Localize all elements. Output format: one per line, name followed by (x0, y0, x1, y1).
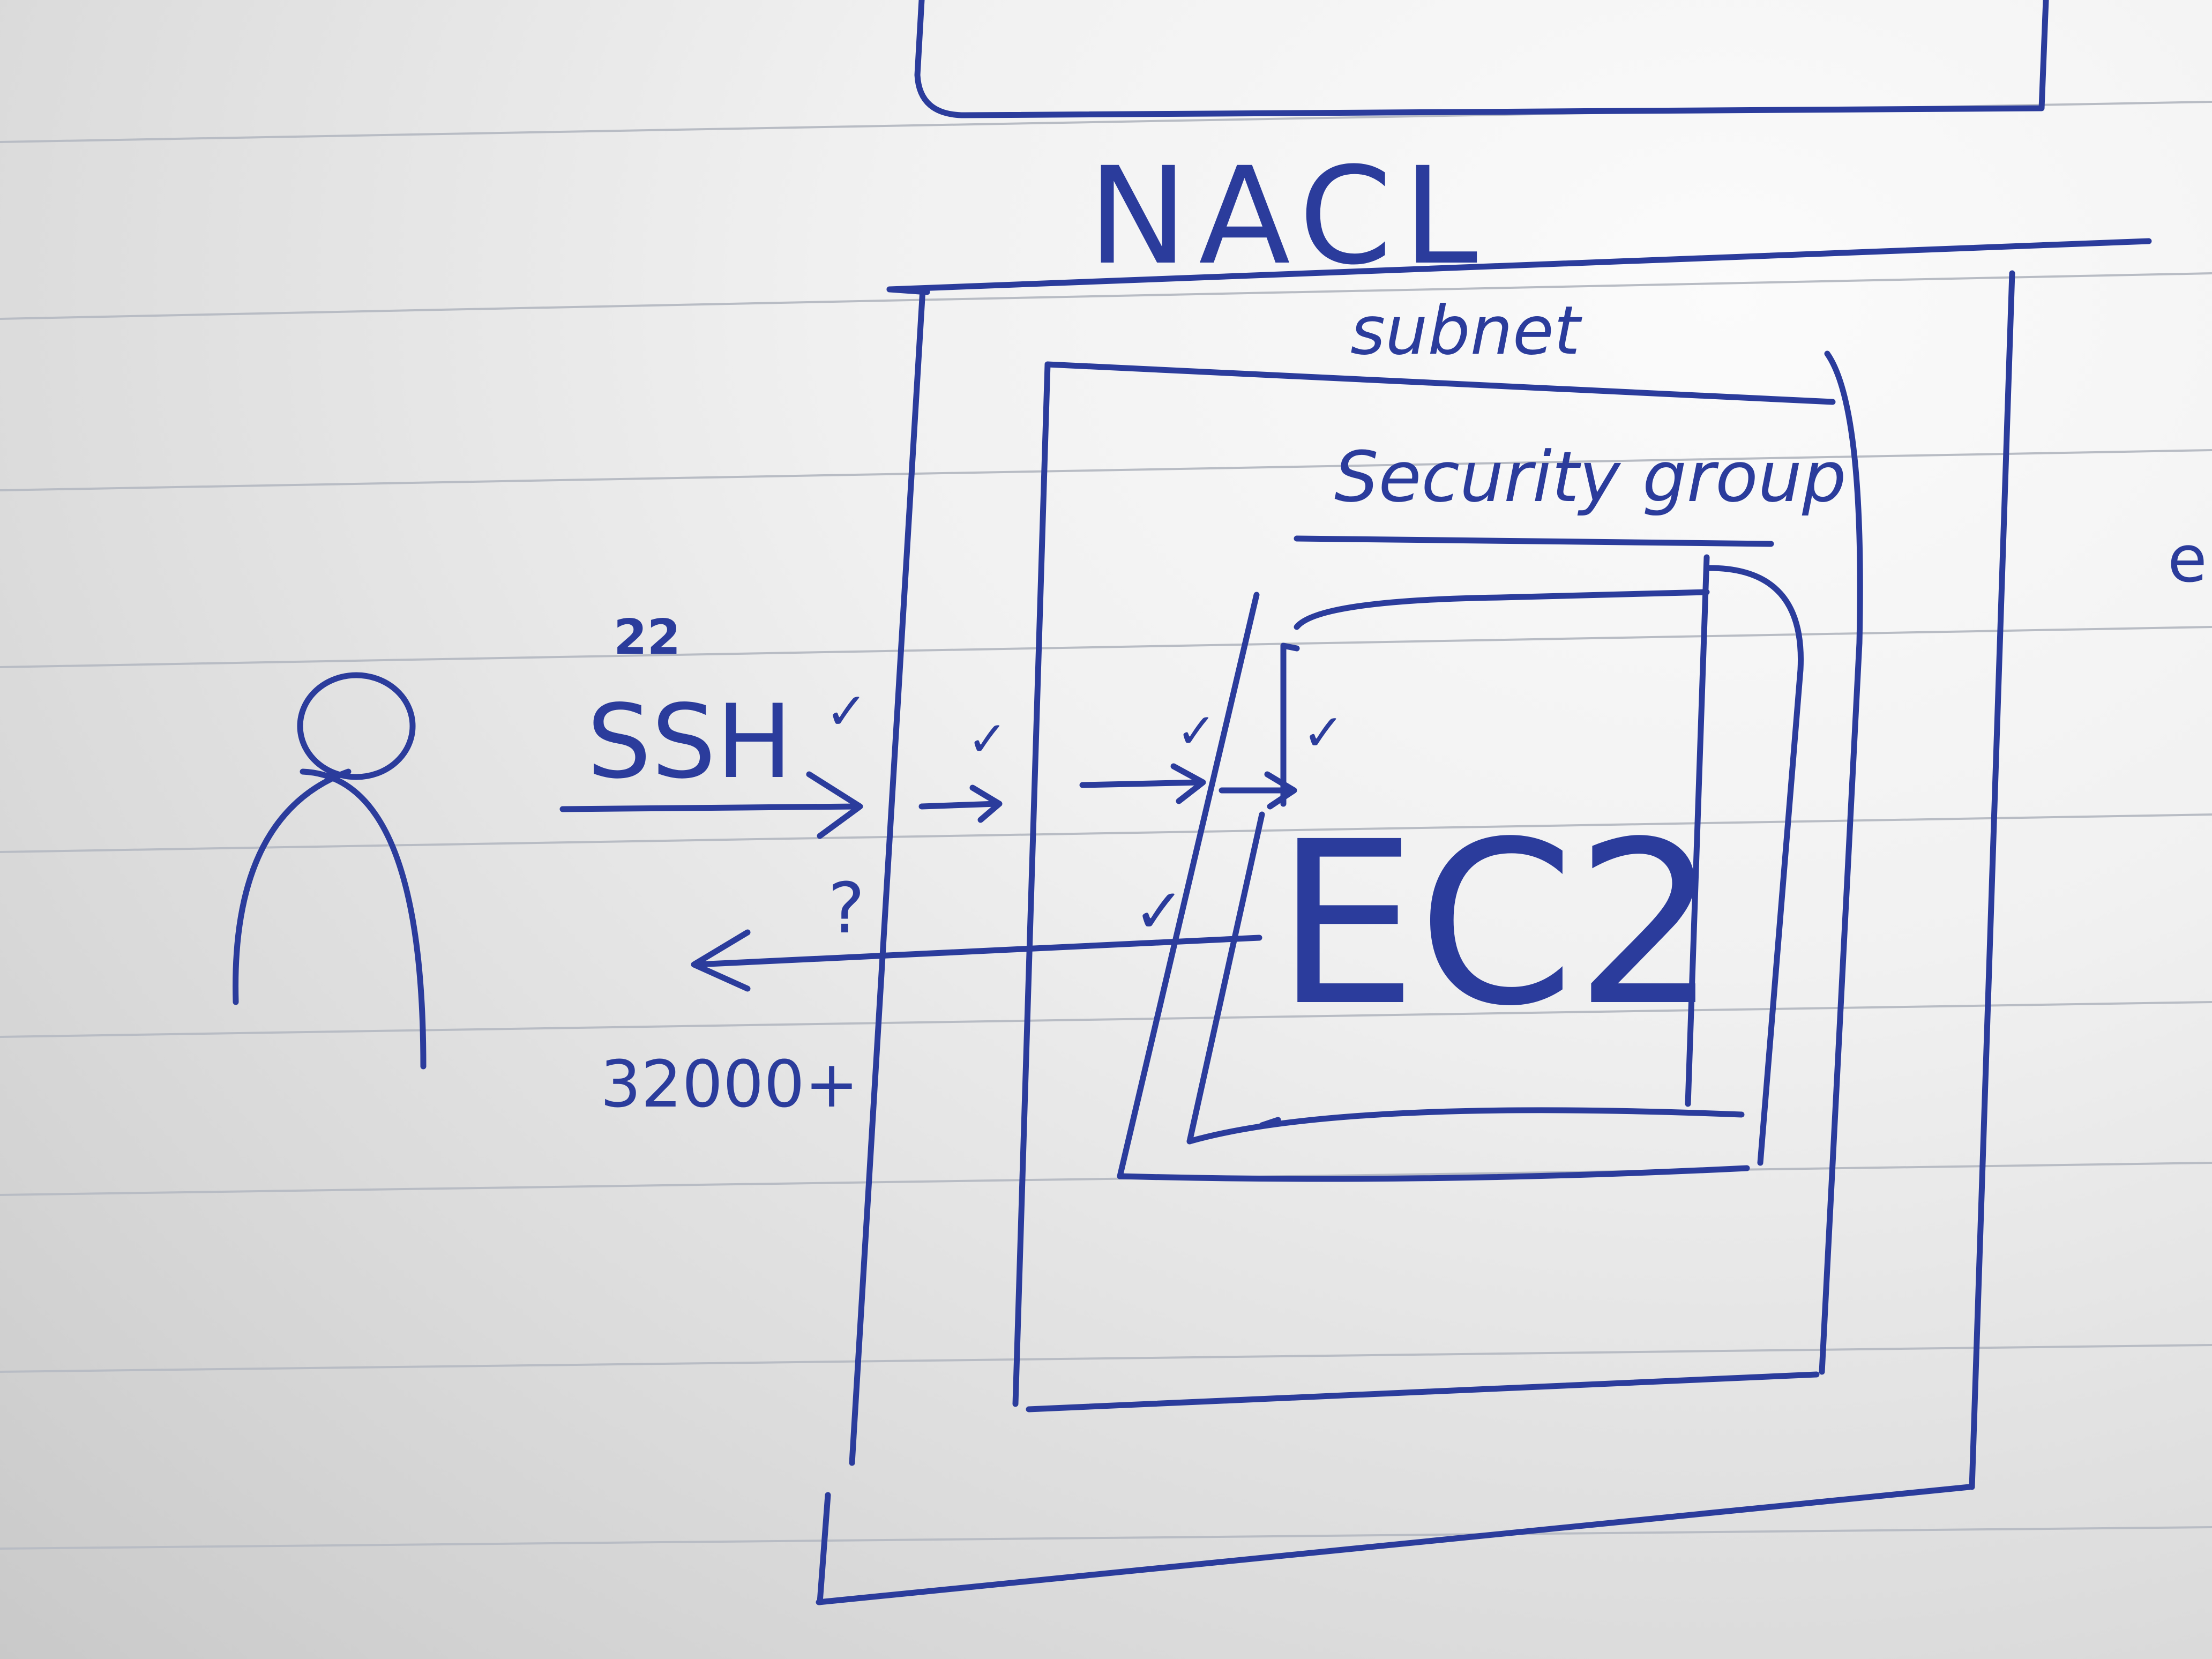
check-mark-security-group-inbound: ✓ (1176, 703, 1216, 759)
inbound-arrow-security-group (1079, 763, 1206, 804)
ec2-label: EC2 (1275, 794, 1718, 1056)
check-mark-ec2-inbound: ✓ (1302, 704, 1345, 763)
port-label: 22 (614, 609, 681, 666)
ruled-lines (0, 101, 2212, 1550)
return-arrow (691, 929, 1262, 992)
nacl-box (816, 238, 2152, 1605)
check-mark-nacl-inbound: ✓ (825, 682, 868, 741)
subnet-label: subnet (1350, 292, 1582, 370)
top-box (914, 0, 2049, 118)
nacl-label: NACL (1088, 138, 1488, 294)
inbound-arrow-subnet (918, 784, 1003, 823)
partial-letter: e (2168, 522, 2207, 597)
security-group-label: Security group (1334, 436, 1847, 518)
protocol-label: SSH (587, 683, 793, 801)
inbound-arrow-ec2 (1219, 771, 1297, 810)
security-group-box (1117, 535, 1804, 1182)
subnet-box (1012, 350, 1863, 1413)
inbound-arrow (559, 771, 863, 839)
question-mark: ? (828, 868, 865, 949)
check-mark-security-group-outbound: ✓ (1133, 876, 1185, 947)
ec2-box (1186, 589, 1745, 1145)
check-mark-subnet-inbound: ✓ (967, 711, 1007, 767)
return-ports-label: 32000+ (600, 1048, 858, 1122)
person-icon (233, 672, 427, 1070)
